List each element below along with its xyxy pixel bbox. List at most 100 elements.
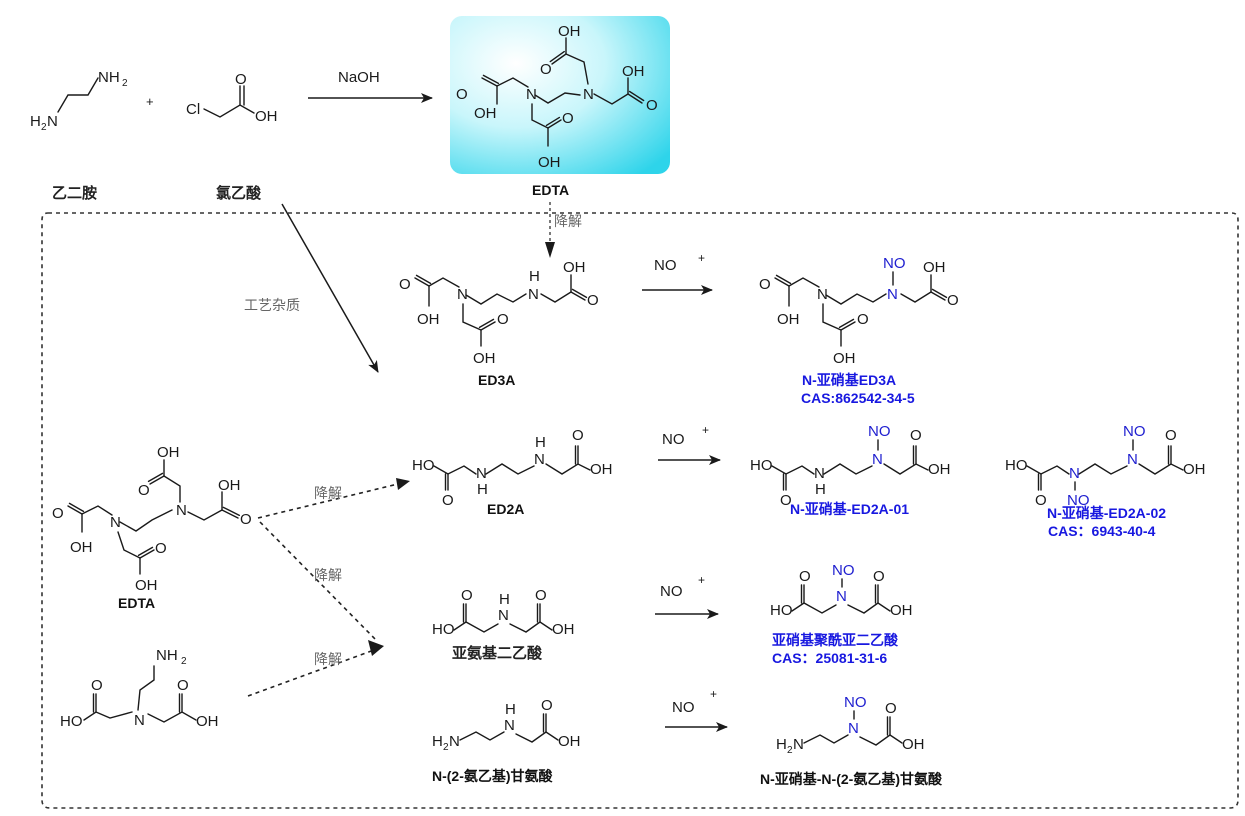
atom-label: N xyxy=(176,502,187,519)
atom-label: OH xyxy=(928,461,951,478)
atom-subscript: 2 xyxy=(787,745,793,756)
nitroso-group: NO xyxy=(883,255,906,272)
atom-label: OH xyxy=(196,713,219,730)
atom-label: N xyxy=(836,588,847,605)
atom-label: N xyxy=(526,86,537,103)
atom-label: OH xyxy=(1183,461,1206,478)
bond xyxy=(414,277,430,287)
atom-label: O xyxy=(461,587,473,604)
atom-label: H xyxy=(477,481,488,498)
bond xyxy=(545,463,591,475)
iminodiacetic-acid-label: 亚氨基二乙酸 xyxy=(452,644,543,662)
atom-label: H xyxy=(499,591,510,608)
atom-label: H xyxy=(535,434,546,451)
atom-label: O xyxy=(572,427,584,444)
bond-double xyxy=(415,274,432,285)
atom-label: OH xyxy=(417,311,440,328)
atom-label: OH xyxy=(538,154,561,171)
atom-label: N xyxy=(814,465,825,482)
degradation-arrow-from-aeida xyxy=(247,649,375,697)
bond xyxy=(840,321,856,331)
arrow-head xyxy=(396,478,410,490)
nitrosation-charge-2: + xyxy=(702,423,709,437)
bond xyxy=(803,734,849,744)
atom-label: OH xyxy=(777,311,800,328)
degradation-label-top: 降解 xyxy=(554,214,582,230)
atom-label: OH xyxy=(558,23,581,40)
atom-label: N xyxy=(534,451,545,468)
atom-label: O xyxy=(91,677,103,694)
atom-label: HO xyxy=(60,713,83,730)
atom-label: OH xyxy=(622,63,645,80)
aeg-label: N-(2-氨乙基)甘氨酸 xyxy=(432,768,554,784)
nitroso-group: NO xyxy=(844,694,867,711)
bond xyxy=(221,509,239,519)
bond xyxy=(149,475,165,485)
bond xyxy=(825,293,887,305)
atom-label: O xyxy=(155,540,167,557)
impurity-frame xyxy=(41,212,1239,809)
bond xyxy=(565,53,589,85)
atom-cl: Cl xyxy=(186,101,200,118)
atom-o: O xyxy=(235,71,247,88)
bond xyxy=(485,463,535,475)
bond xyxy=(137,665,155,711)
bond xyxy=(570,291,586,301)
bond xyxy=(627,93,643,104)
bond xyxy=(117,531,141,559)
n-nitroso-ed2a-02-cas: CAS：6943-40-4 xyxy=(1048,523,1156,539)
bond xyxy=(847,602,891,614)
bond xyxy=(540,291,572,303)
arrow-head xyxy=(368,640,384,656)
nitrosation-reagent-2: NO xyxy=(662,431,685,448)
bond xyxy=(481,77,498,87)
bond xyxy=(593,93,629,105)
atom-label: N xyxy=(110,514,121,531)
nitroso-group: NO xyxy=(1067,492,1090,509)
atom-label: O xyxy=(399,276,411,293)
atom-h: H xyxy=(776,736,787,753)
bond-double xyxy=(137,546,154,557)
atom-label: OH xyxy=(474,105,497,122)
atom-label: HO xyxy=(750,457,773,474)
atom-n: N xyxy=(449,733,460,750)
atom-label: OH xyxy=(890,602,913,619)
atom-label: N xyxy=(817,286,828,303)
bond xyxy=(1078,463,1128,475)
bond xyxy=(774,277,790,287)
bond xyxy=(900,291,932,303)
bond xyxy=(459,731,505,741)
bond xyxy=(883,463,929,475)
atom-label: O xyxy=(780,492,792,509)
atom-label: O xyxy=(885,700,897,717)
edta-highlight-box xyxy=(450,16,670,174)
nitroso-iminodiacetic-cas: CAS：25081-31-6 xyxy=(772,650,887,666)
bond-double xyxy=(628,90,645,102)
process-impurity-label: 工艺杂质 xyxy=(244,298,300,314)
degradation-label-ida: 降解 xyxy=(314,568,342,584)
bond-double xyxy=(545,116,561,127)
nitroso-group: NO xyxy=(832,562,855,579)
process-impurity-arrow xyxy=(281,203,379,373)
atom-label: N xyxy=(476,465,487,482)
nitrosation-charge-3: + xyxy=(698,573,705,587)
atom-n: N xyxy=(887,286,898,303)
atom-label: HO xyxy=(412,457,435,474)
plus-sign: + xyxy=(146,94,154,109)
chloroacetic-acid-structure: Cl O OH xyxy=(186,71,278,125)
atom-label: OH xyxy=(70,539,93,556)
atom-label: OH xyxy=(552,621,575,638)
atom-label: HO xyxy=(432,621,455,638)
atom-nh2: NH xyxy=(98,69,120,86)
bond xyxy=(788,277,820,288)
atom-label: N xyxy=(1127,451,1138,468)
bond xyxy=(480,321,496,331)
